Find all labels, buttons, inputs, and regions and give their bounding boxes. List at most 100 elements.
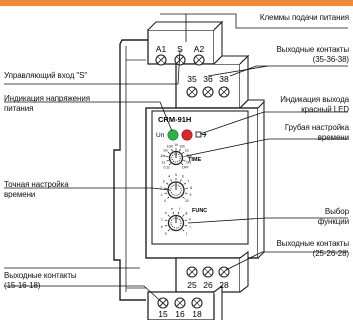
func-scale-tick	[182, 229, 185, 232]
fine-scale-tick	[184, 192, 188, 195]
terminal-screw-lower-1	[202, 266, 214, 278]
func-scale-tick-label: e	[171, 207, 173, 211]
func-scale-tick-label: d	[165, 211, 167, 215]
terminal-screw-bottom-1	[174, 297, 186, 309]
func-scale-tick-label: g	[186, 211, 188, 215]
callout-output-contacts-15-title: Выходные контакты	[4, 271, 77, 280]
func-scale-tick	[164, 219, 168, 222]
power-led-icon	[167, 129, 179, 141]
un-label: Un	[156, 132, 165, 139]
terminal-screw-top-1	[174, 54, 186, 66]
terminal-label-28: 28	[219, 280, 229, 290]
terminal-label-15: 15	[158, 309, 168, 319]
callout-output-indication-line1: Индикация выхода	[280, 95, 349, 104]
fine-scale-tick	[182, 196, 185, 199]
range-scale-tick-label: 10d	[186, 154, 192, 158]
front-panel	[151, 110, 249, 245]
fine-scale-tick-label: 6	[182, 175, 184, 179]
leader-lines	[4, 13, 348, 307]
fine-scale-tick	[183, 182, 186, 185]
terminal-label-38: 38	[219, 74, 229, 84]
fine-scale-tick-label: 7	[187, 179, 189, 183]
fine-scale-tick-label: 1	[161, 193, 163, 197]
func-scale-tick	[177, 211, 180, 215]
callout-fine-setting-line2: времени	[4, 189, 36, 199]
callout-fine-setting-line1: Точная настройка	[4, 180, 69, 189]
callout-coarse-setting: Грубая настройка времени	[285, 123, 349, 142]
terminal-label-35: 35	[187, 74, 197, 84]
func-scale-tick-label: c	[161, 217, 163, 221]
fine-scale-tick	[164, 192, 168, 195]
callout-coarse-setting-line1: Грубая настройка	[284, 123, 349, 132]
func-scale-tick-label: b	[161, 225, 163, 229]
terminal-label-36: 36	[203, 74, 213, 84]
terminal-label-a2: A2	[194, 44, 205, 54]
fine-scale-tick	[180, 179, 182, 182]
func-scale-tick	[184, 219, 188, 222]
fine-scale-tick-label: 10	[185, 199, 189, 203]
model-label: CRM-91H	[158, 115, 191, 124]
callout-function-select-line1: Выбор	[324, 207, 349, 216]
terminal-screw-bottom-2	[191, 297, 203, 309]
callout-output-contacts-15: Выходные контакты (15-16-18)	[4, 271, 77, 290]
func-scale-tick-label: h	[189, 217, 191, 221]
fine-scale-tick-label: 4	[168, 175, 170, 179]
range-scale-tick	[166, 159, 169, 162]
time-label: TIME	[188, 157, 201, 163]
fine-scale-tick-label: 8	[190, 186, 192, 190]
func-scale-tick	[167, 229, 170, 232]
callout-output-contacts-35-range: (35-36-38)	[312, 54, 349, 64]
terminal-screw-upper-2	[218, 86, 230, 98]
terminal-label-s: S	[177, 44, 183, 54]
callout-output-contacts-35: Выходные контакты (35-36-38)	[276, 45, 349, 64]
callout-power-indication-line1: Индикация напряжения	[4, 94, 90, 103]
din-rail-clip	[113, 39, 148, 301]
callout-control-input: Управляющий вход "S"	[4, 71, 88, 80]
terminal-label-a1: A1	[156, 44, 167, 54]
range-scale-tick	[171, 148, 173, 152]
callout-output-contacts-35-title: Выходные контакты	[276, 45, 349, 54]
callout-output-contacts-25-title: Выходные контакты	[276, 239, 349, 248]
range-scale-tick	[179, 148, 181, 152]
terminal-screw-lower-2	[218, 266, 230, 278]
range-scale-tick	[181, 163, 184, 166]
callout-function-select-line2: функции	[317, 216, 349, 226]
func-scale-tick	[182, 214, 185, 217]
func-scale-tick-label: j	[185, 232, 187, 236]
callout-output-contacts-25-range: (25-26-28)	[312, 248, 349, 258]
output-led-icon	[181, 129, 193, 141]
range-scale-tick-label: 10m	[167, 144, 174, 148]
range-scale-tick	[183, 159, 186, 162]
range-scale-tick-label: 1h	[174, 143, 178, 147]
range-scale-tick	[168, 163, 171, 166]
terminal-screw-upper-0	[186, 86, 198, 98]
range-scale-tick-label: ON	[186, 160, 191, 164]
func-scale-tick	[184, 224, 188, 227]
terminal-label-16: 16	[175, 309, 185, 319]
func-scale-tick	[172, 211, 175, 215]
range-scale-tick-label: 10h	[179, 144, 185, 148]
range-scale-tick	[167, 151, 171, 154]
fine-scale-tick	[166, 182, 169, 185]
fine-scale-tick-label: 3	[163, 179, 165, 183]
fine-scale-tick-label: 0	[164, 199, 166, 203]
range-scale-tick-label: 1d	[185, 148, 189, 152]
range-scale-tick-label: 1m	[163, 148, 168, 152]
callout-output-indication-line2: красный LED	[301, 104, 349, 114]
callout-power-terminals: Клеммы подачи питания	[259, 13, 349, 22]
callout-fine-setting: Точная настройка времени	[4, 180, 69, 199]
func-label: FUNC	[192, 208, 207, 214]
callout-power-indication: Индикация напряжения питания	[4, 94, 90, 113]
terminal-label-18: 18	[192, 309, 202, 319]
range-scale-tick-label: 10s	[160, 154, 166, 158]
terminal-screw-top-2	[193, 54, 205, 66]
relay-output-icon	[195, 131, 207, 138]
terminal-screw-top-0	[155, 54, 167, 66]
terminal-screw-upper-1	[202, 86, 214, 98]
range-scale-tick-label: 1s	[162, 160, 166, 164]
terminal-label-25: 25	[187, 280, 197, 290]
